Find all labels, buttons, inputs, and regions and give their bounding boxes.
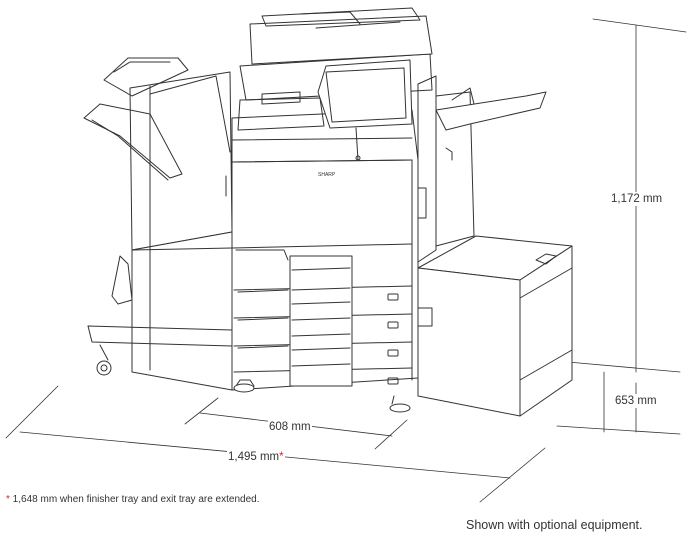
large-capacity-tray <box>417 235 573 417</box>
footnote: * 1,648 mm when finisher tray and exit t… <box>6 494 259 505</box>
total-width-value: 1,495 mm <box>228 451 280 463</box>
footnote-asterisk: * <box>6 494 10 505</box>
footnote-text: 1,648 mm when finisher tray and exit tra… <box>9 494 260 505</box>
scanner-and-panel: SHARP <box>237 7 433 178</box>
optional-equipment-caption: Shown with optional equipment. <box>466 518 643 532</box>
total-width-dimension-label: 1,495 mm* <box>227 450 285 464</box>
printer-main-body <box>231 109 419 413</box>
depth-dimension-label: 653 mm <box>614 394 658 408</box>
machine-width-dimension-label: 608 mm <box>268 420 312 434</box>
finisher-unit <box>83 57 233 391</box>
output-unit <box>417 75 547 263</box>
brand-logo: SHARP <box>318 172 336 178</box>
height-dimension-label: 1,172 mm <box>610 192 664 206</box>
total-width-asterisk: * <box>279 451 284 463</box>
